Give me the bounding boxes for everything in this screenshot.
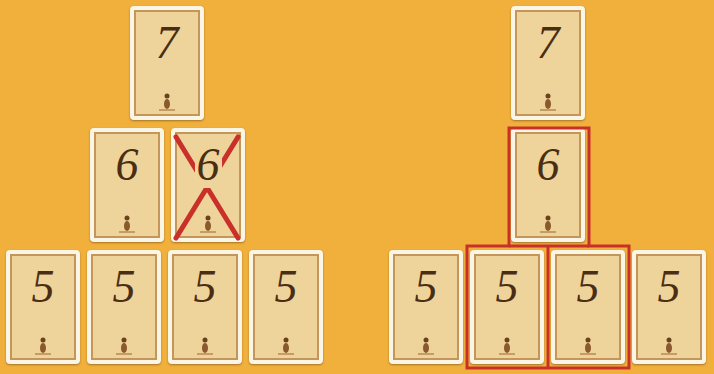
number-card: 5 — [632, 250, 706, 364]
figure-head — [424, 338, 429, 343]
figure-ground — [35, 353, 51, 355]
figure-ground — [661, 353, 677, 355]
number-card: 5 — [168, 250, 242, 364]
figure-head — [546, 94, 551, 99]
card-value: 5 — [273, 264, 300, 310]
card-value: 5 — [30, 264, 57, 310]
number-card: 5 — [389, 250, 463, 364]
number-card: 5 — [249, 250, 323, 364]
card-value: 6 — [114, 142, 141, 188]
figure-body — [423, 343, 429, 353]
card-figure — [200, 216, 216, 233]
figure-body — [545, 221, 551, 231]
card-value: 6 — [535, 142, 562, 188]
figure-body — [40, 343, 46, 353]
number-card: 5 — [87, 250, 161, 364]
figure-ground — [540, 231, 556, 233]
figure-head — [122, 338, 127, 343]
number-card: 5 — [551, 250, 625, 364]
card-figure — [278, 338, 294, 355]
figure-body — [164, 99, 170, 109]
card-figure — [116, 338, 132, 355]
card-figure — [661, 338, 677, 355]
card-figure — [540, 94, 556, 111]
figure-ground — [540, 109, 556, 111]
card-figure — [197, 338, 213, 355]
figure-head — [505, 338, 510, 343]
figure-head — [284, 338, 289, 343]
card-value: 5 — [656, 264, 683, 310]
figure-head — [586, 338, 591, 343]
card-value: 7 — [535, 20, 562, 66]
card-figure — [580, 338, 596, 355]
selection-outline — [467, 128, 629, 368]
cross-stroke — [176, 137, 238, 238]
figure-head — [41, 338, 46, 343]
number-card: 6 — [511, 128, 585, 242]
figure-ground — [159, 109, 175, 111]
card-figure — [119, 216, 135, 233]
figure-ground — [116, 353, 132, 355]
number-card: 5 — [470, 250, 544, 364]
number-card: 7 — [130, 6, 204, 120]
figure-ground — [418, 353, 434, 355]
figure-ground — [200, 231, 216, 233]
card-figure — [418, 338, 434, 355]
figure-body — [202, 343, 208, 353]
figure-body — [124, 221, 130, 231]
figure-ground — [119, 231, 135, 233]
card-value: 5 — [494, 264, 521, 310]
selection-divider — [509, 245, 589, 248]
selection-divider — [547, 246, 550, 368]
card-figure — [499, 338, 515, 355]
figure-head — [667, 338, 672, 343]
card-value: 6 — [195, 142, 222, 188]
figure-body — [205, 221, 211, 231]
figure-head — [125, 216, 130, 221]
card-figure — [540, 216, 556, 233]
figure-ground — [278, 353, 294, 355]
card-value: 7 — [154, 20, 181, 66]
crossed-out-mark — [176, 137, 238, 238]
figure-head — [165, 94, 170, 99]
figure-body — [504, 343, 510, 353]
card-value: 5 — [192, 264, 219, 310]
figure-body — [545, 99, 551, 109]
figure-ground — [499, 353, 515, 355]
figure-ground — [197, 353, 213, 355]
number-card: 6 — [90, 128, 164, 242]
card-figure — [159, 94, 175, 111]
figure-body — [283, 343, 289, 353]
figure-ground — [580, 353, 596, 355]
figure-head — [203, 338, 208, 343]
figure-body — [666, 343, 672, 353]
card-value: 5 — [413, 264, 440, 310]
number-card: 7 — [511, 6, 585, 120]
number-card: 6 — [171, 128, 245, 242]
figure-body — [121, 343, 127, 353]
figure-body — [585, 343, 591, 353]
card-value: 5 — [111, 264, 138, 310]
figure-head — [546, 216, 551, 221]
cross-stroke — [176, 137, 238, 238]
number-card: 5 — [6, 250, 80, 364]
card-figure — [35, 338, 51, 355]
figure-head — [206, 216, 211, 221]
card-value: 5 — [575, 264, 602, 310]
